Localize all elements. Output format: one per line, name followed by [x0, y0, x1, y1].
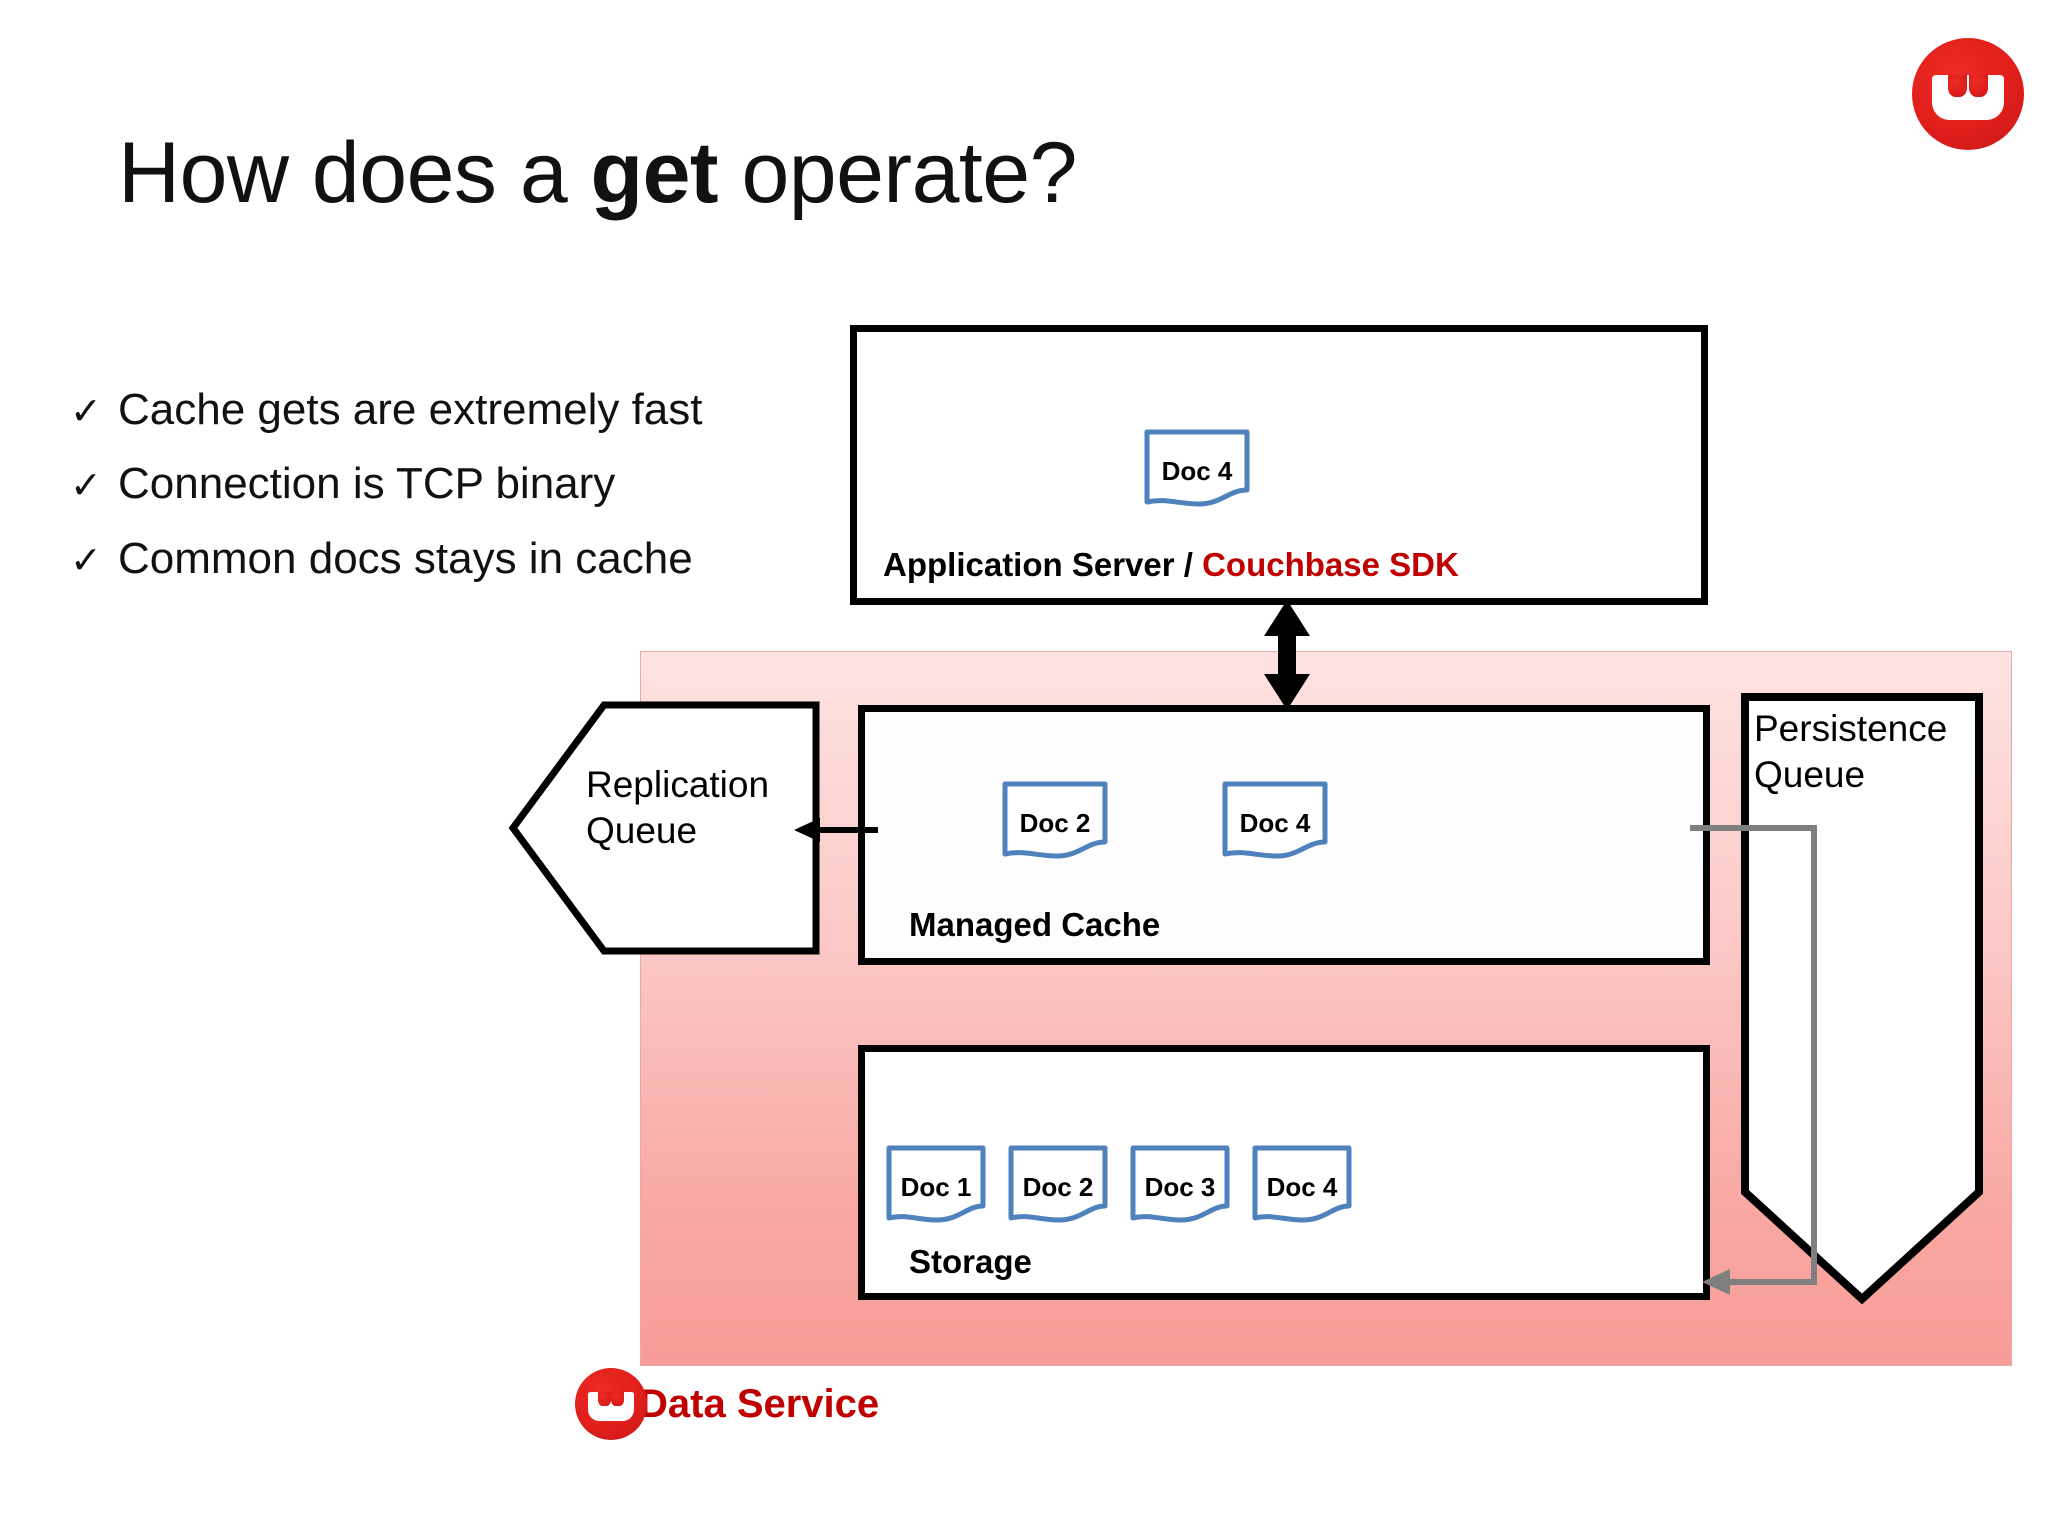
document-card: Doc 4 — [1221, 780, 1329, 862]
list-item: ✓ Connection is TCP binary — [62, 459, 822, 508]
document-shape-icon — [1002, 781, 1108, 859]
document-shape-icon — [1130, 1145, 1230, 1223]
cache-to-replication-arrow-icon — [790, 808, 880, 852]
persistence-queue-label: Persistence Queue — [1754, 706, 1986, 798]
replication-queue-label: Replication Queue — [586, 762, 796, 854]
replication-queue-label-line1: Replication — [586, 764, 770, 805]
couchbase-logo-cup — [1932, 74, 2004, 120]
document-shape-icon — [1008, 1145, 1108, 1223]
list-item-label: Connection is TCP binary — [118, 459, 616, 509]
persistence-queue-label-line2: Queue — [1754, 753, 1866, 795]
data-service-label: Data Service — [639, 1381, 880, 1426]
persistence-to-storage-connector — [1690, 810, 1830, 1300]
document-shape-icon — [886, 1145, 986, 1223]
title-emphasis: get — [590, 125, 719, 221]
title-suffix: operate? — [718, 125, 1077, 221]
couchbase-logo-notch-left — [1948, 74, 1968, 98]
couchbase-logo-cup — [587, 1391, 635, 1421]
checkmark-icon: ✓ — [70, 465, 102, 508]
document-shape-icon — [1252, 1145, 1352, 1223]
managed-cache-box: Doc 2 Doc 4 Managed Cache — [858, 705, 1710, 965]
couchbase-logo-notch-right — [611, 1391, 624, 1407]
data-service-footer: Data Service — [575, 1368, 879, 1440]
list-item: ✓ Common docs stays in cache — [62, 534, 822, 583]
document-card: Doc 2 — [1001, 780, 1109, 862]
checkmark-icon: ✓ — [70, 391, 102, 433]
persistence-queue-pentagon-icon — [1741, 693, 1983, 1305]
couchbase-logo-notch-right — [1968, 74, 1988, 98]
bullet-list: ✓ Cache gets are extremely fast ✓ Connec… — [62, 385, 822, 608]
replication-queue-pentagon-icon — [508, 701, 820, 955]
storage-label: Storage — [909, 1243, 1032, 1280]
couchbase-sdk-label: Couchbase SDK — [1202, 546, 1459, 583]
checkmark-icon: ✓ — [70, 539, 102, 582]
list-item-label: Common docs stays in cache — [118, 533, 693, 583]
couchbase-logo-icon — [1912, 38, 2024, 150]
document-card: Doc 2 — [1007, 1144, 1109, 1226]
page-title: How does a get operate? — [118, 130, 1077, 216]
document-shape-icon — [1222, 781, 1328, 859]
persistence-queue-shape: Persistence Queue — [1740, 692, 1986, 1305]
replication-queue-shape: Replication Queue — [508, 700, 820, 956]
replication-queue-label-line2: Queue — [586, 809, 698, 851]
managed-cache-label: Managed Cache — [909, 906, 1161, 943]
persistence-queue-label-line1: Persistence — [1754, 708, 1948, 749]
document-card: Doc 3 — [1129, 1144, 1231, 1226]
list-item-label: Cache gets are extremely fast — [118, 385, 703, 434]
document-shape-icon — [1144, 429, 1250, 507]
application-server-label: Application Server / Couchbase SDK — [883, 546, 1459, 584]
list-item: ✓ Cache gets are extremely fast — [62, 385, 822, 434]
document-card: Doc 1 — [885, 1144, 987, 1226]
document-card: Doc 4 — [1251, 1144, 1353, 1226]
application-server-label-plain: Application Server / — [883, 546, 1203, 583]
couchbase-logo-notch-left — [598, 1391, 611, 1407]
document-card: Doc 4 — [1143, 428, 1251, 510]
storage-box: Doc 1 Doc 2 Doc 3 Doc 4 Storage — [858, 1045, 1710, 1300]
application-server-box: Doc 4 Application Server / Couchbase SDK — [850, 325, 1708, 605]
couchbase-logo-icon — [575, 1368, 647, 1440]
app-to-cache-double-arrow-icon — [1252, 596, 1322, 714]
title-prefix: How does a — [118, 125, 591, 221]
